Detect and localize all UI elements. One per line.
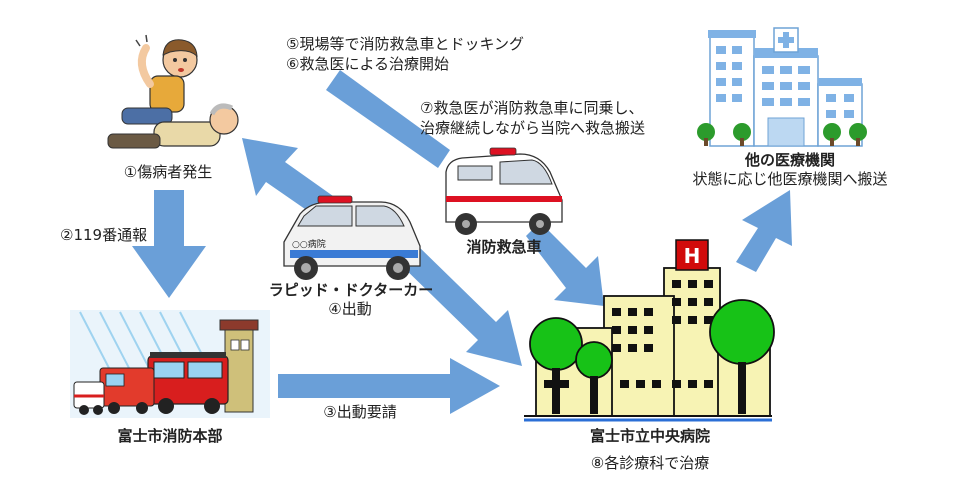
fire-hq-label: 富士市消防本部 — [117, 427, 223, 445]
rapid-car-dispatch: ④出動 — [328, 300, 372, 318]
central-hospital-name: 富士市立中央病院 — [589, 427, 710, 445]
fire-hq-illustration — [70, 310, 270, 418]
arrow-report-down — [132, 190, 206, 298]
docking-step-line1: ⑤現場等で消防救急車とドッキング — [286, 35, 524, 53]
report-label: ②119番通報 — [60, 226, 148, 244]
rapid-car-illustration: ○○病院 — [283, 195, 421, 280]
central-hospital-illustration: H — [524, 239, 775, 422]
arrow-car-to-patient — [242, 138, 333, 218]
arrow-dispatch-right — [278, 358, 500, 414]
rapid-car-name: ラピッド・ドクターカー — [268, 281, 434, 299]
dispatch-request-label: ③出動要請 — [323, 403, 397, 421]
arrow-hospital-to-other — [736, 190, 792, 272]
ambulance-illustration — [445, 147, 563, 235]
other-hospital-name: 他の医療機関 — [744, 151, 835, 169]
ride-along-line1: ⑦救急医が消防救急車に同乗し、 — [420, 99, 644, 117]
ride-along-line2: 治療継続しながら当院へ救急搬送 — [420, 119, 646, 137]
arrow-car-to-hospital — [398, 244, 522, 366]
other-hospital-transfer: 状態に応じ他医療機関へ搬送 — [692, 170, 888, 188]
rapid-car-body-text: ○○病院 — [292, 238, 326, 250]
other-hospital-illustration — [697, 27, 867, 147]
docking-step-line2: ⑥救急医による治療開始 — [286, 55, 449, 73]
ambulance-label: 消防救急車 — [466, 238, 542, 256]
central-hospital-treatment: ⑧各診療科で治療 — [590, 454, 710, 472]
arrow-ambulance-to-hospital — [526, 222, 604, 306]
hospital-h-sign: H — [684, 244, 701, 268]
patient-label: ①傷病者発生 — [123, 163, 213, 181]
patient-scene-illustration — [107, 34, 239, 149]
arrow-docking-diagonal — [326, 70, 450, 168]
